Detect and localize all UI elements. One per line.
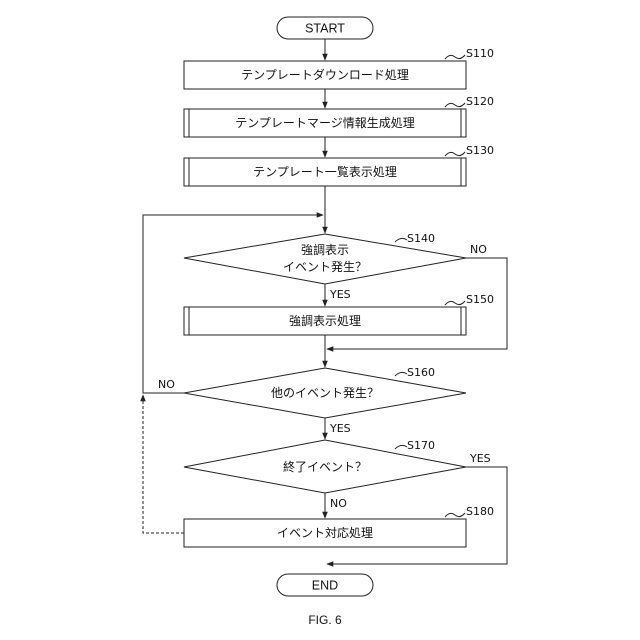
branch-s160-no-label: NO	[158, 378, 175, 391]
decision-s160-id: S160	[407, 366, 435, 379]
step-s180-label: イベント対応処理	[277, 526, 373, 540]
start-label: START	[305, 22, 345, 36]
step-s180-id: S180	[466, 505, 494, 518]
decision-s170-leader	[395, 445, 407, 449]
branch-s140-no-label: NO	[470, 243, 487, 256]
step-s110-label: テンプレートダウンロード処理	[241, 67, 409, 82]
step-s110-leader	[445, 55, 465, 59]
step-s120-id: S120	[466, 95, 494, 108]
decision-s140-line2: イベント発生？	[283, 260, 367, 274]
step-s130-id: S130	[466, 144, 494, 157]
branch-s170-yes-label: YES	[469, 452, 491, 465]
end-label: END	[312, 579, 338, 593]
decision-s140-id: S140	[407, 232, 435, 245]
figure-caption: FIG. 6	[308, 613, 342, 627]
step-s150-id: S150	[466, 293, 494, 306]
decision-s140-leader	[395, 238, 407, 242]
branch-s140-yes-label: YES	[329, 288, 351, 301]
step-s180-leader	[445, 513, 465, 517]
decision-s160-label: 他のイベント発生？	[271, 386, 379, 400]
dashed-return-line	[143, 395, 184, 533]
step-s130-label: テンプレート一覧表示処理	[253, 165, 397, 179]
step-s130-leader	[445, 152, 465, 156]
step-s150-leader	[445, 301, 465, 305]
decision-s140-line1: 強調表示	[301, 243, 349, 257]
step-s120-label: テンプレートマージ情報生成処理	[235, 116, 414, 130]
step-s150-label: 強調表示処理	[289, 314, 361, 328]
branch-s160-yes-label: YES	[329, 422, 351, 435]
step-s120-leader	[445, 103, 465, 107]
decision-s170-label: 終了イベント？	[283, 459, 367, 474]
decision-s160-leader	[395, 372, 407, 376]
step-s110-id: S110	[466, 47, 494, 60]
decision-s170-id: S170	[407, 439, 435, 452]
branch-s170-no-label: NO	[330, 497, 347, 510]
